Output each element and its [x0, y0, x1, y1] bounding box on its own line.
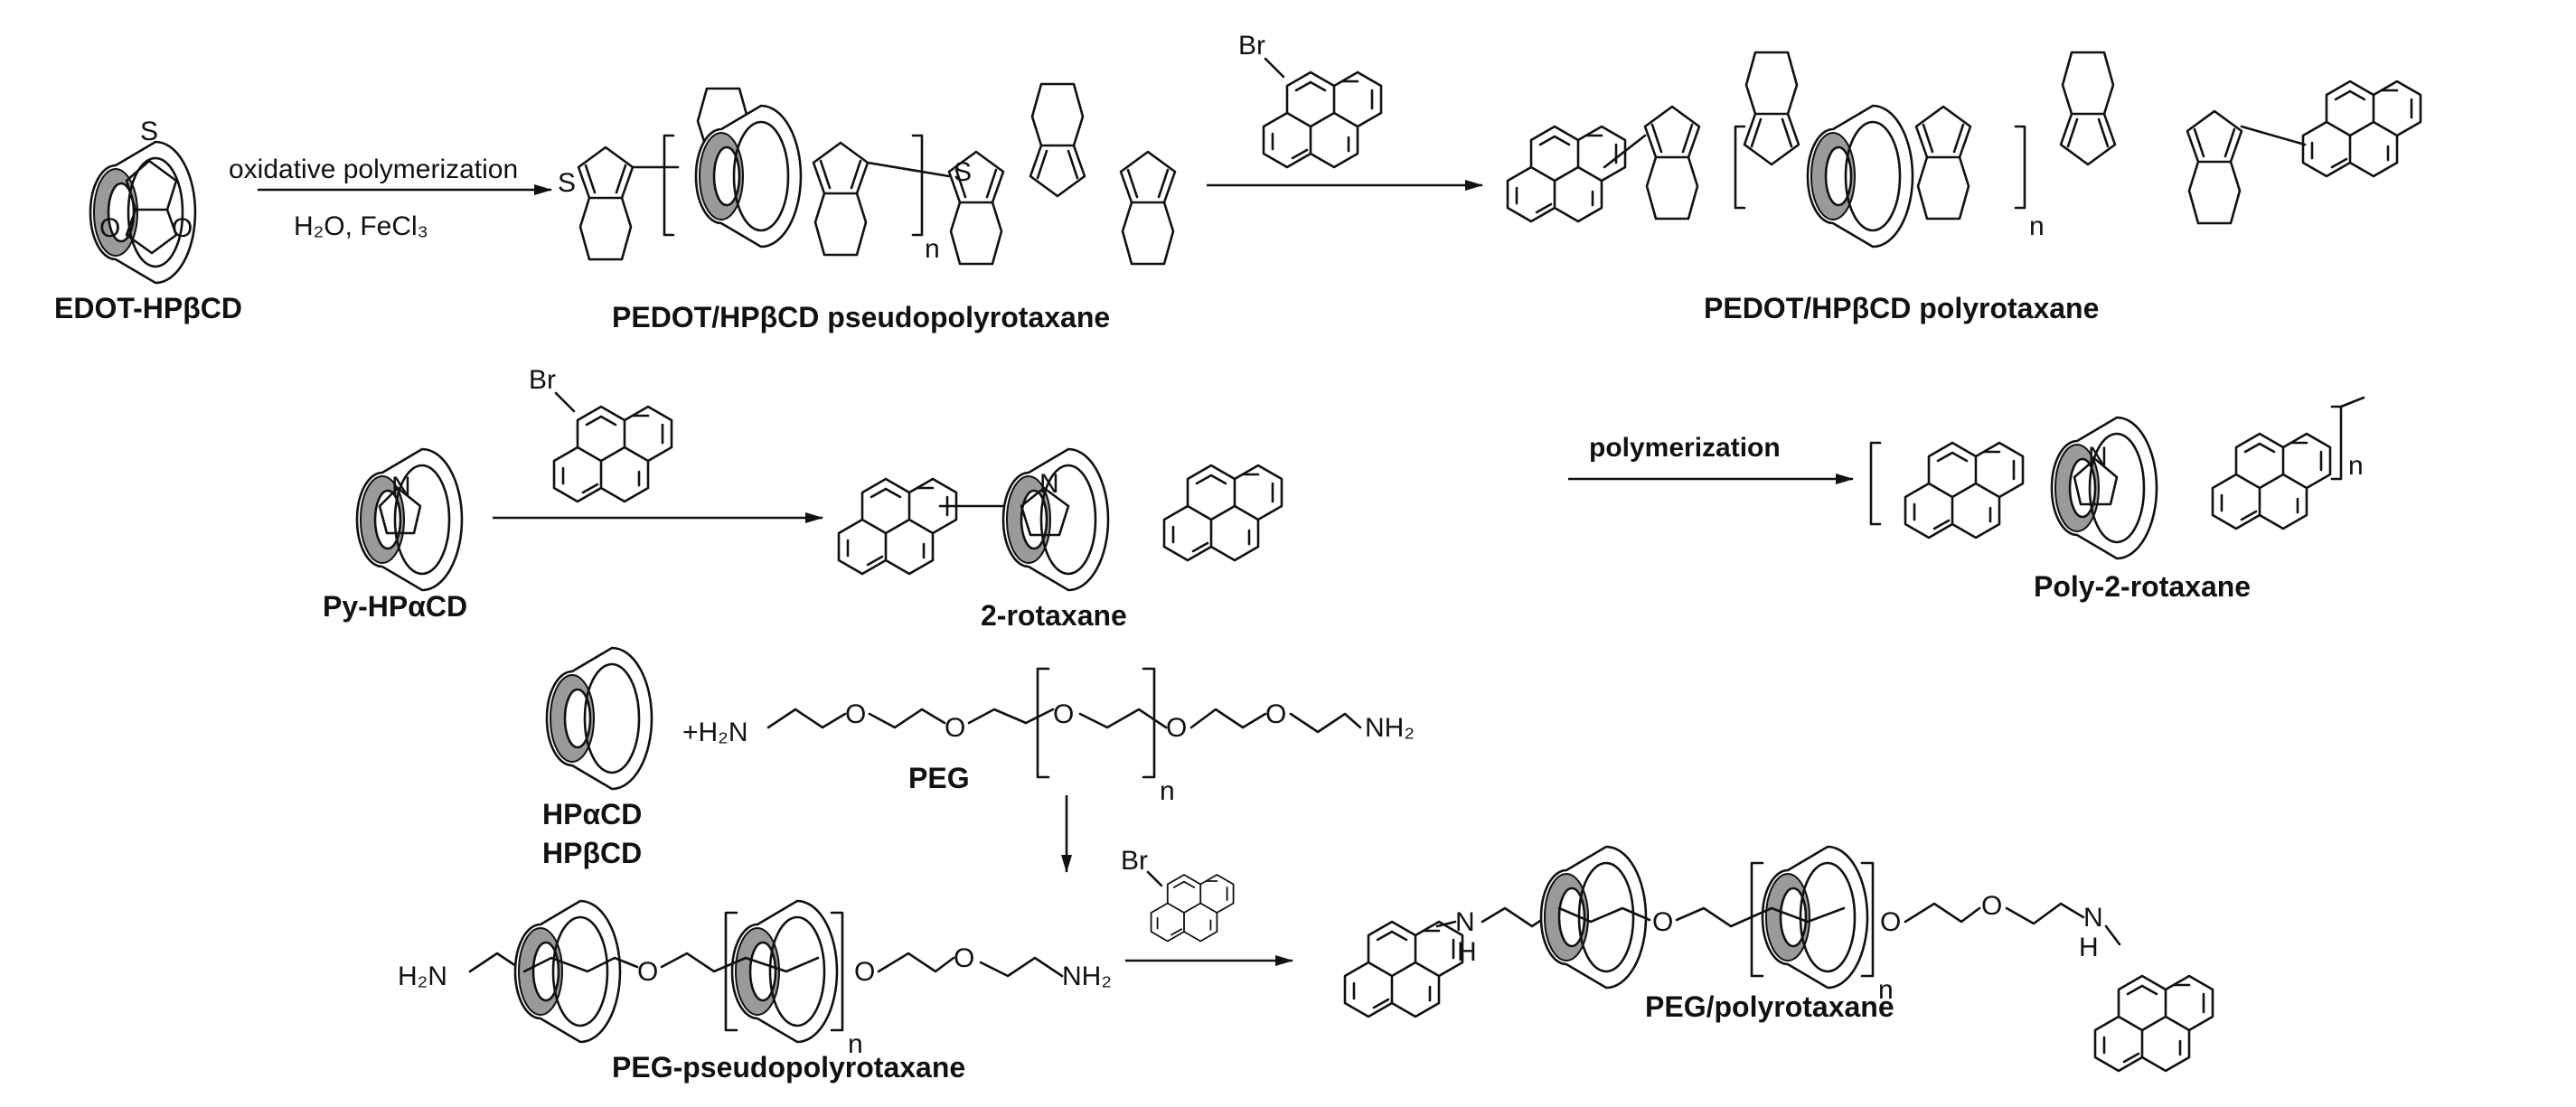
svg-text:NH₂: NH₂: [1365, 713, 1415, 743]
py-hpacd-structure: N: [355, 447, 464, 592]
svg-text:O: O: [1880, 907, 1901, 937]
cyclodextrin-reactant: [545, 646, 653, 791]
pyrene-icon: [2211, 432, 2332, 530]
cyclodextrin-ring-icon: [1539, 845, 1648, 990]
pyrene-icon: [837, 477, 958, 576]
svg-text:O: O: [637, 957, 658, 987]
bromopyrene-reagent-2: Br: [529, 365, 673, 503]
pyrene-icon: [552, 405, 673, 503]
cyclodextrin-ring-icon: [2050, 416, 2158, 560]
oxygen-atom: O: [99, 213, 120, 243]
svg-text:Br: Br: [1238, 31, 1265, 61]
svg-text:O: O: [945, 713, 965, 743]
condition-solvent: H₂O, FeCl₃: [294, 211, 428, 241]
label-2-rotaxane: 2-rotaxane: [981, 599, 1127, 632]
svg-text:n: n: [1878, 975, 1894, 1005]
poly-2-rotaxane-structure: N n: [1869, 396, 2365, 560]
condition-oxidative: oxidative polymerization: [229, 155, 518, 184]
svg-text:N: N: [1039, 469, 1059, 499]
svg-text:N: N: [391, 472, 411, 502]
pyrene-icon: [1162, 464, 1283, 562]
bromopyrene-reagent: Br: [1238, 31, 1383, 169]
peg-structure: +H₂N O O O n O O NH₂: [682, 667, 1415, 806]
pyrene-icon: [1506, 125, 1627, 223]
svg-text:O: O: [1053, 699, 1074, 729]
label-py-hpacd: Py-HPαCD: [323, 590, 467, 623]
cyclodextrin-ring-icon: [89, 140, 197, 285]
cyclodextrin-ring-icon: [545, 646, 653, 791]
svg-text:Br: Br: [529, 365, 556, 395]
pyrene-icon: [1904, 441, 2025, 539]
peg-polyrotaxane-structure: N H O n O O N H: [1343, 845, 2214, 1073]
svg-text:+H₂N: +H₂N: [682, 718, 748, 747]
condition-polymerization: polymerization: [1589, 433, 1781, 463]
label-peg: PEG: [908, 762, 970, 794]
svg-text:S: S: [954, 157, 972, 187]
svg-text:H: H: [2079, 933, 2099, 962]
bromopyrene-reagent-3: Br: [1121, 846, 1235, 943]
repeat-n: n: [925, 234, 940, 264]
label-poly-2-rotaxane: Poly-2-rotaxane: [2034, 570, 2251, 603]
svg-text:n: n: [848, 1029, 863, 1059]
svg-text:O: O: [854, 957, 875, 987]
label-peg-poly: PEG/polyrotaxane: [1645, 990, 1894, 1023]
svg-text:O: O: [1265, 699, 1286, 729]
cyclodextrin-ring-icon: [355, 447, 464, 592]
svg-text:O: O: [954, 943, 974, 973]
label-edot-hpbcd: EDOT-HPβCD: [54, 292, 242, 324]
label-peg-pseudo: PEG-pseudopolyrotaxane: [612, 1051, 965, 1084]
pedot-polyrotaxane-structure: n: [1506, 51, 2422, 249]
label-hpbcd: HPβCD: [542, 837, 642, 869]
svg-text:N: N: [2083, 903, 2103, 933]
svg-text:Br: Br: [1121, 846, 1148, 876]
sulfur-atom: S: [140, 117, 158, 146]
cyclodextrin-ring-icon: [513, 899, 622, 1044]
svg-text:n: n: [2029, 211, 2045, 241]
svg-text:S: S: [558, 168, 576, 198]
cyclodextrin-ring-icon: [1806, 104, 1914, 249]
pyrene-icon: [2301, 80, 2422, 178]
pyrene-icon: [1262, 70, 1383, 169]
label-pedot-poly: PEDOT/HPβCD polyrotaxane: [1704, 292, 2099, 324]
pyrene-icon: [2093, 974, 2214, 1073]
svg-text:H₂N: H₂N: [398, 962, 447, 991]
oxygen-atom: O: [172, 213, 193, 243]
pyrene-icon: [1150, 874, 1235, 943]
pedot-pseudopolyrotaxane-structure: n S S: [558, 82, 1177, 266]
svg-text:H: H: [1457, 937, 1477, 967]
svg-text:N: N: [1455, 907, 1475, 937]
svg-text:n: n: [1160, 776, 1175, 806]
2-rotaxane-structure: N: [837, 447, 1283, 592]
label-pedot-pseudo: PEDOT/HPβCD pseudopolyrotaxane: [612, 301, 1110, 333]
svg-text:O: O: [1166, 713, 1187, 743]
svg-text:n: n: [2348, 451, 2364, 481]
cyclodextrin-ring-icon: [694, 104, 803, 249]
peg-pseudopolyrotaxane-structure: H₂N O n O O NH₂: [398, 899, 1112, 1059]
svg-text:NH₂: NH₂: [1062, 962, 1112, 991]
svg-text:O: O: [1652, 907, 1673, 937]
edot-hpbcd-structure: S O O: [89, 117, 197, 285]
label-hpacd: HPαCD: [542, 798, 642, 830]
pyrene-icon: [1343, 920, 1464, 1018]
cyclodextrin-ring-icon: [1761, 845, 1869, 990]
svg-text:N: N: [2088, 442, 2108, 472]
svg-text:O: O: [1981, 891, 2002, 921]
svg-text:O: O: [845, 699, 866, 729]
